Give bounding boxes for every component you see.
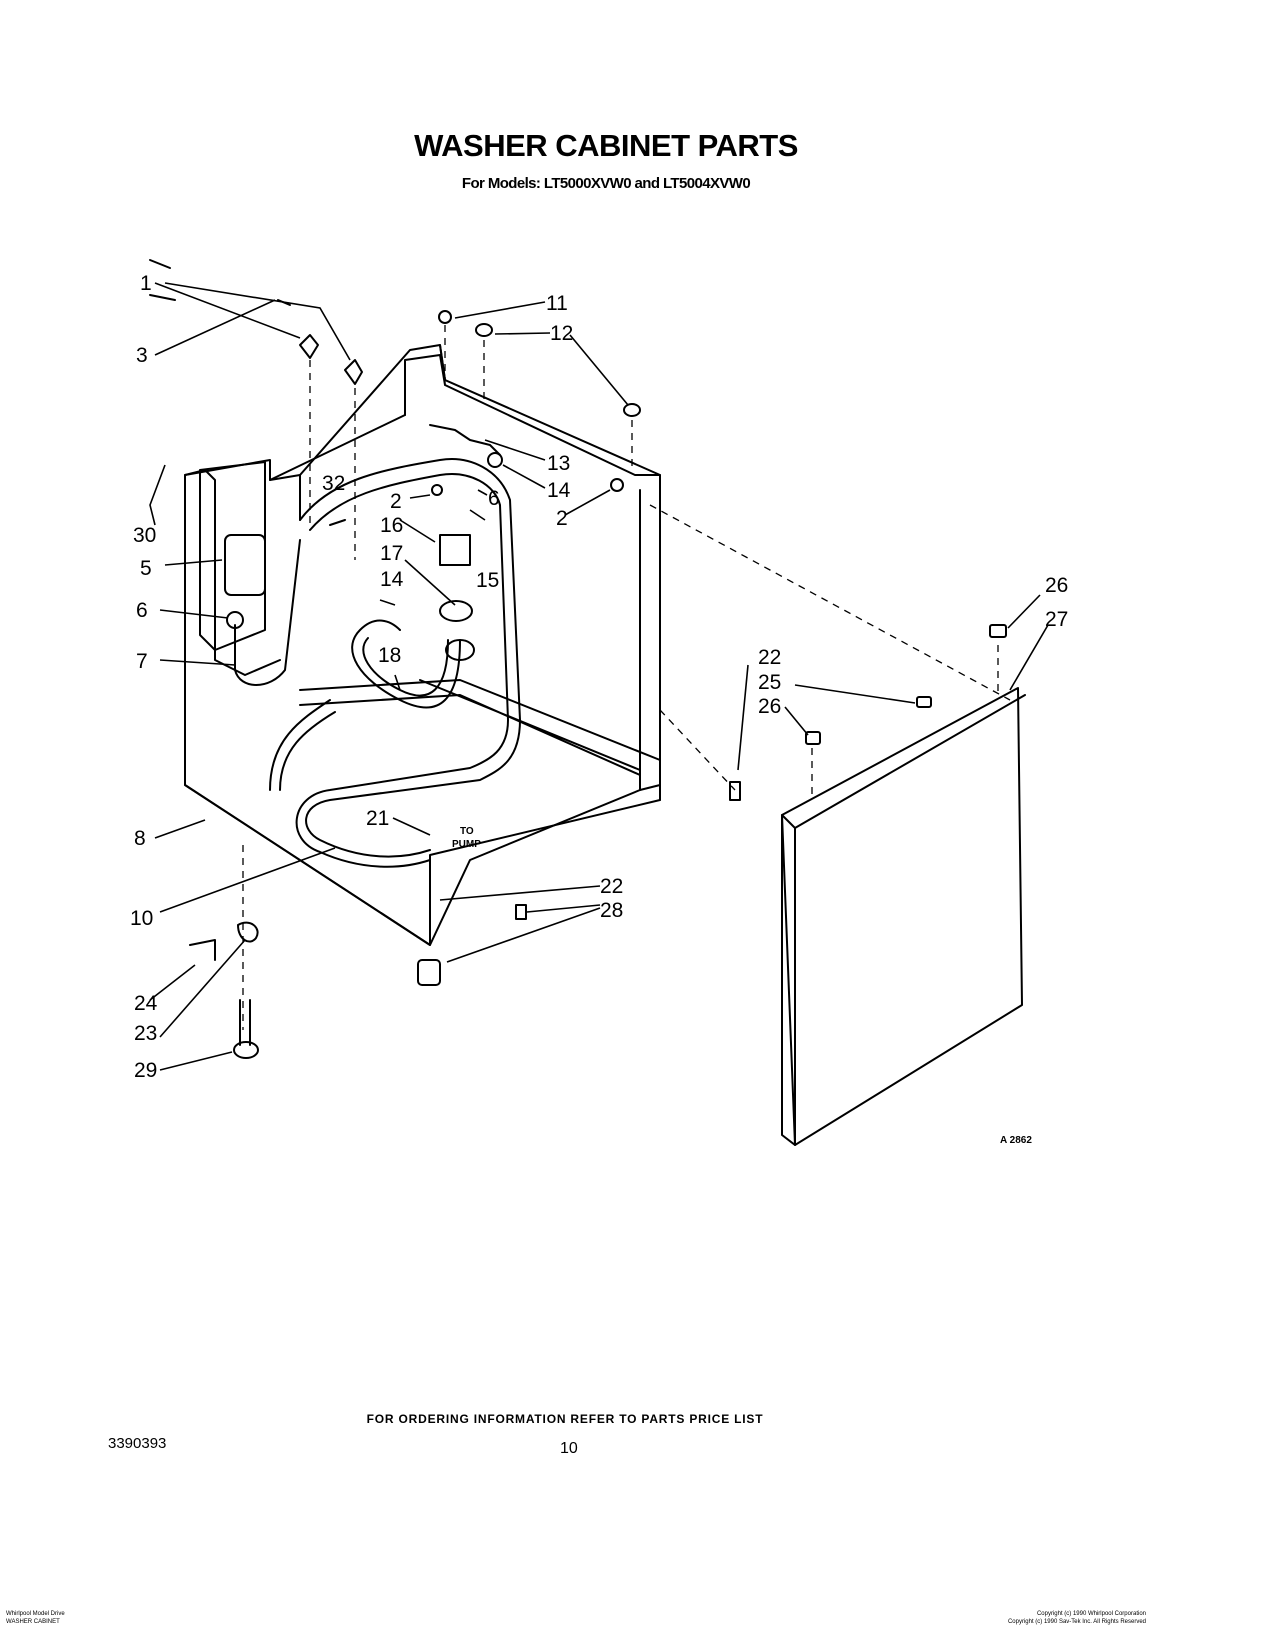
front-panel-edge	[781, 694, 1026, 1146]
callout-14: 14	[547, 479, 571, 502]
rear-foot	[417, 959, 441, 986]
plug-11	[438, 310, 452, 324]
panel-spring-25	[916, 696, 932, 708]
callout-6-upper: 6	[488, 487, 500, 510]
cabinet-top-edge	[269, 414, 406, 521]
page-number: 10	[560, 1440, 578, 1457]
fine-right-line-1: Copyright (c) 1990 Whirlpool Corporation	[1036, 1611, 1146, 1617]
to-pump-label-2: PUMP	[452, 839, 481, 850]
cabinet-right-post	[639, 484, 661, 801]
callout-22-lower: 22	[600, 875, 623, 898]
callout-25: 25	[758, 671, 781, 694]
callout-18: 18	[378, 644, 401, 667]
callout-24: 24	[134, 992, 158, 1015]
callout-12: 12	[550, 322, 573, 345]
cabinet-left-wall	[184, 344, 661, 946]
figure-code: A 2862	[1000, 1135, 1032, 1146]
cabinet-bottom-edge	[184, 784, 661, 946]
callout-14-lower: 14	[380, 568, 404, 591]
callout-11: 11	[546, 292, 568, 315]
callout-15: 15	[476, 569, 499, 592]
callout-23: 23	[134, 1022, 157, 1045]
callout-22-upper: 22	[758, 646, 781, 669]
ordering-note: FOR ORDERING INFORMATION REFER TO PARTS …	[366, 1412, 764, 1426]
fill-hose	[299, 458, 521, 858]
callout-13: 13	[547, 452, 570, 475]
callout-1: 1	[140, 272, 152, 295]
drain-hose-inner	[362, 637, 449, 697]
document-number: 3390393	[108, 1435, 167, 1452]
callout-28: 28	[600, 899, 623, 922]
callout-3: 3	[136, 344, 148, 367]
plug-12b	[623, 403, 641, 417]
hose-fitting	[487, 452, 503, 468]
callout-30: 30	[133, 524, 156, 547]
fine-right-line-2: Copyright (c) 1990 Sav-Tek Inc. All Righ…	[1007, 1619, 1146, 1625]
fill-hose-inner	[295, 473, 509, 868]
callout-26-lower: 26	[758, 695, 781, 718]
fine-print-left: Whirlpool Model Drive WASHER CABINET	[6, 1610, 65, 1626]
callout-6: 6	[136, 599, 148, 622]
drain-hose	[351, 619, 461, 709]
panel-clip-26a	[989, 624, 1007, 638]
callout-10: 10	[130, 907, 153, 930]
leveling-leg	[239, 999, 251, 1046]
callout-16: 16	[380, 514, 403, 537]
panel-clip-22b	[515, 904, 527, 920]
callout-29: 29	[134, 1059, 157, 1082]
hinge-32	[329, 519, 346, 526]
callout-26-top: 26	[1045, 574, 1068, 597]
hose-connector	[445, 639, 475, 661]
screw-30	[149, 259, 176, 301]
cabinet-base-frame	[299, 679, 661, 776]
outlet-hose	[269, 699, 336, 791]
page-title: WASHER CABINET PARTS	[414, 128, 798, 163]
panel-clip-26b	[805, 731, 821, 745]
screw-2	[431, 484, 443, 496]
screw-2b	[610, 478, 624, 492]
callout-27: 27	[1045, 608, 1068, 631]
fine-left-line-2: WASHER CABINET	[6, 1619, 60, 1625]
pressure-switch	[439, 534, 471, 566]
callout-21: 21	[366, 807, 389, 830]
panel-clip-22	[729, 781, 741, 801]
callout-17: 17	[380, 542, 403, 565]
hose-clamp	[439, 600, 473, 622]
leveling-foot	[233, 1041, 259, 1059]
valve-bracket	[199, 461, 266, 651]
air-hose	[234, 539, 301, 686]
cabinet-inner-left	[184, 469, 281, 676]
cabinet-front-rail	[404, 344, 661, 476]
callout-8: 8	[134, 827, 146, 850]
fine-print-right: Copyright (c) 1990 Whirlpool Corporation…	[1008, 1610, 1146, 1626]
callout-2-left: 2	[390, 490, 402, 513]
clip-1a	[299, 334, 319, 359]
front-panel	[781, 687, 1023, 1146]
plug-12	[475, 323, 493, 337]
fine-left-line-1: Whirlpool Model Drive	[6, 1611, 65, 1617]
to-pump-label-1: TO	[460, 826, 474, 837]
callout-7: 7	[136, 650, 148, 673]
model-subtitle: For Models: LT5000XVW0 and LT5004XVW0	[461, 175, 751, 192]
water-valve	[224, 534, 266, 596]
foot-bracket	[189, 921, 259, 961]
callout-32: 32	[322, 472, 345, 495]
elbow-fitting	[429, 424, 501, 456]
callout-5: 5	[140, 557, 152, 580]
clip-1b	[344, 359, 363, 385]
callout-2-right: 2	[556, 507, 568, 530]
